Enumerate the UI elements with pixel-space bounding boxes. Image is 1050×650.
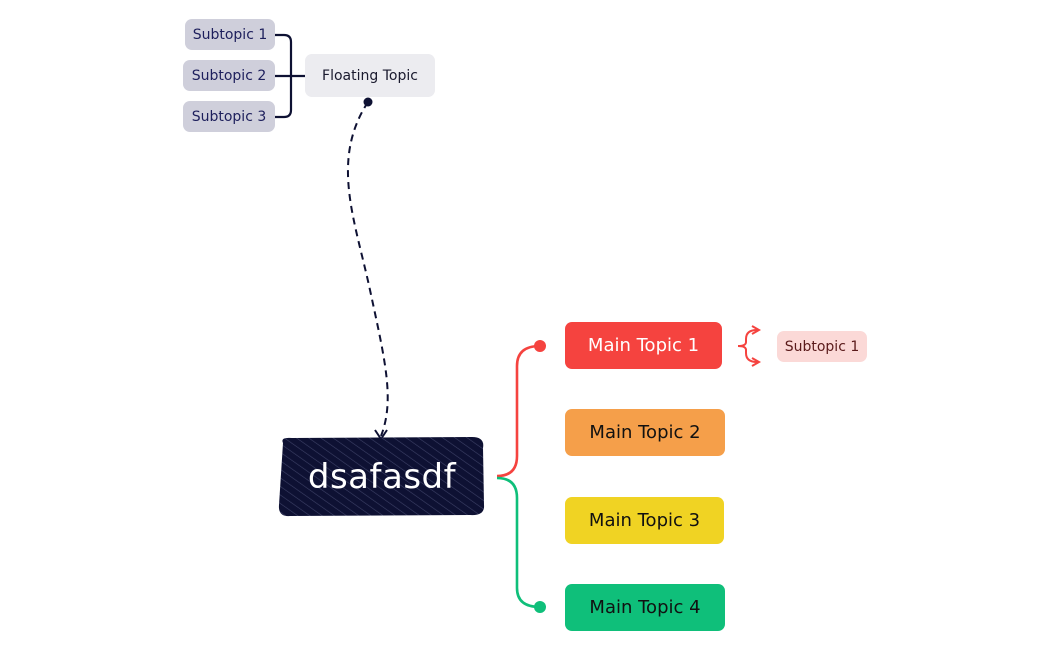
main-topic-2-label: Main Topic 2 bbox=[589, 422, 701, 443]
main-topic-2[interactable]: Main Topic 2 bbox=[565, 409, 725, 456]
central-topic-shape bbox=[278, 437, 485, 517]
main-topic-3[interactable]: Main Topic 3 bbox=[565, 497, 724, 544]
floating-topic[interactable]: Floating Topic bbox=[305, 54, 435, 97]
floating-subtopic-3[interactable]: Subtopic 3 bbox=[183, 101, 275, 132]
central-topic[interactable]: dsafasdf bbox=[280, 438, 484, 516]
floating-topic-label: Floating Topic bbox=[322, 67, 418, 84]
branch-main-topic-4 bbox=[496, 476, 541, 609]
brace-arrow-bottom-icon bbox=[751, 357, 762, 367]
brace-arrow-top-icon bbox=[751, 325, 762, 335]
floating-subtopic-2-label: Subtopic 2 bbox=[191, 67, 267, 84]
main-topic-1-label: Main Topic 1 bbox=[587, 335, 700, 356]
central-topic-label: dsafasdf bbox=[307, 457, 457, 497]
relationship-line bbox=[346, 101, 389, 437]
floating-subtopic-1[interactable]: Subtopic 1 bbox=[185, 19, 275, 50]
branch-main-topic-1-dot bbox=[534, 340, 546, 352]
branch-main-topic-1 bbox=[496, 344, 541, 478]
main-topic-4[interactable]: Main Topic 4 bbox=[565, 584, 725, 631]
main-topic-3-label: Main Topic 3 bbox=[588, 510, 701, 531]
branch-main-topic-4-dot bbox=[534, 601, 546, 613]
main-topic-1-subtopic-label: Subtopic 1 bbox=[784, 338, 860, 355]
main-topic-1[interactable]: Main Topic 1 bbox=[565, 322, 722, 369]
floating-subtopic-1-label: Subtopic 1 bbox=[192, 26, 268, 43]
floating-subtopic-2[interactable]: Subtopic 2 bbox=[183, 60, 275, 91]
main-topic-4-label: Main Topic 4 bbox=[589, 597, 701, 618]
main-topic-1-subtopic-brace bbox=[737, 329, 758, 363]
main-topic-1-subtopic[interactable]: Subtopic 1 bbox=[777, 331, 867, 362]
floating-subtopic-3-label: Subtopic 3 bbox=[191, 108, 267, 125]
relationship-start-dot bbox=[363, 97, 373, 107]
